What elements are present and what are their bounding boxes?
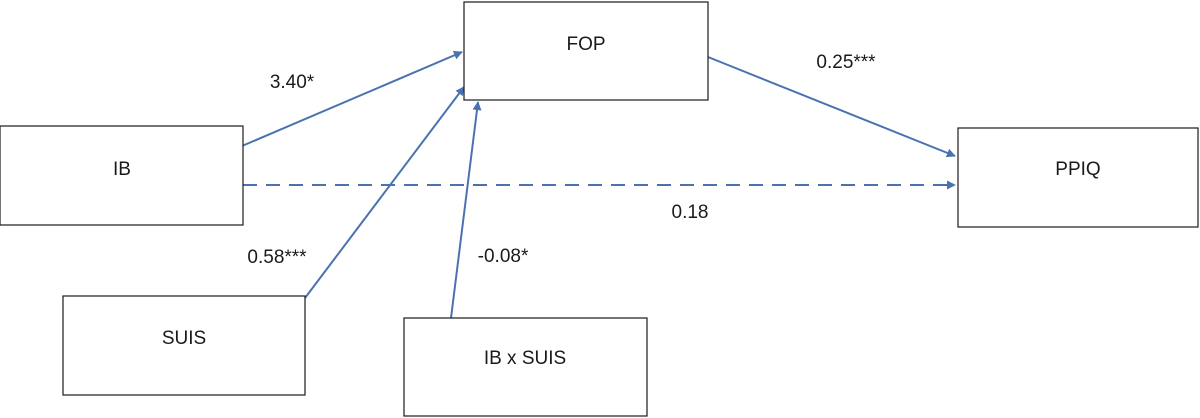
node-ib-x-suis: IB x SUIS: [403, 317, 648, 417]
node-fop: FOP: [463, 1, 709, 101]
node-ib-x-suis-label: IB x SUIS: [484, 348, 566, 369]
node-suis-label: SUIS: [162, 328, 206, 349]
node-ppiq-label: PPIQ: [1055, 159, 1100, 180]
coef-interaction-to-fop: -0.08*: [478, 246, 529, 267]
node-ib-label: IB: [113, 159, 131, 180]
node-ppiq: PPIQ: [957, 127, 1199, 228]
coef-suis-to-fop: 0.58***: [247, 247, 307, 268]
coef-ib-to-ppiq: 0.18: [672, 202, 709, 223]
node-ib: IB: [0, 125, 244, 226]
arrow-interaction-to-fop: [450, 101, 482, 319]
arrow-ib-to-fop: [241, 51, 463, 147]
node-fop-label: FOP: [566, 34, 605, 55]
arrow-suis-to-fop: [304, 86, 465, 299]
coef-fop-to-ppiq: 0.25***: [816, 52, 876, 73]
arrow-fop-to-ppiq: [707, 56, 956, 158]
node-suis: SUIS: [62, 295, 306, 396]
coef-ib-to-fop: 3.40*: [270, 72, 315, 93]
